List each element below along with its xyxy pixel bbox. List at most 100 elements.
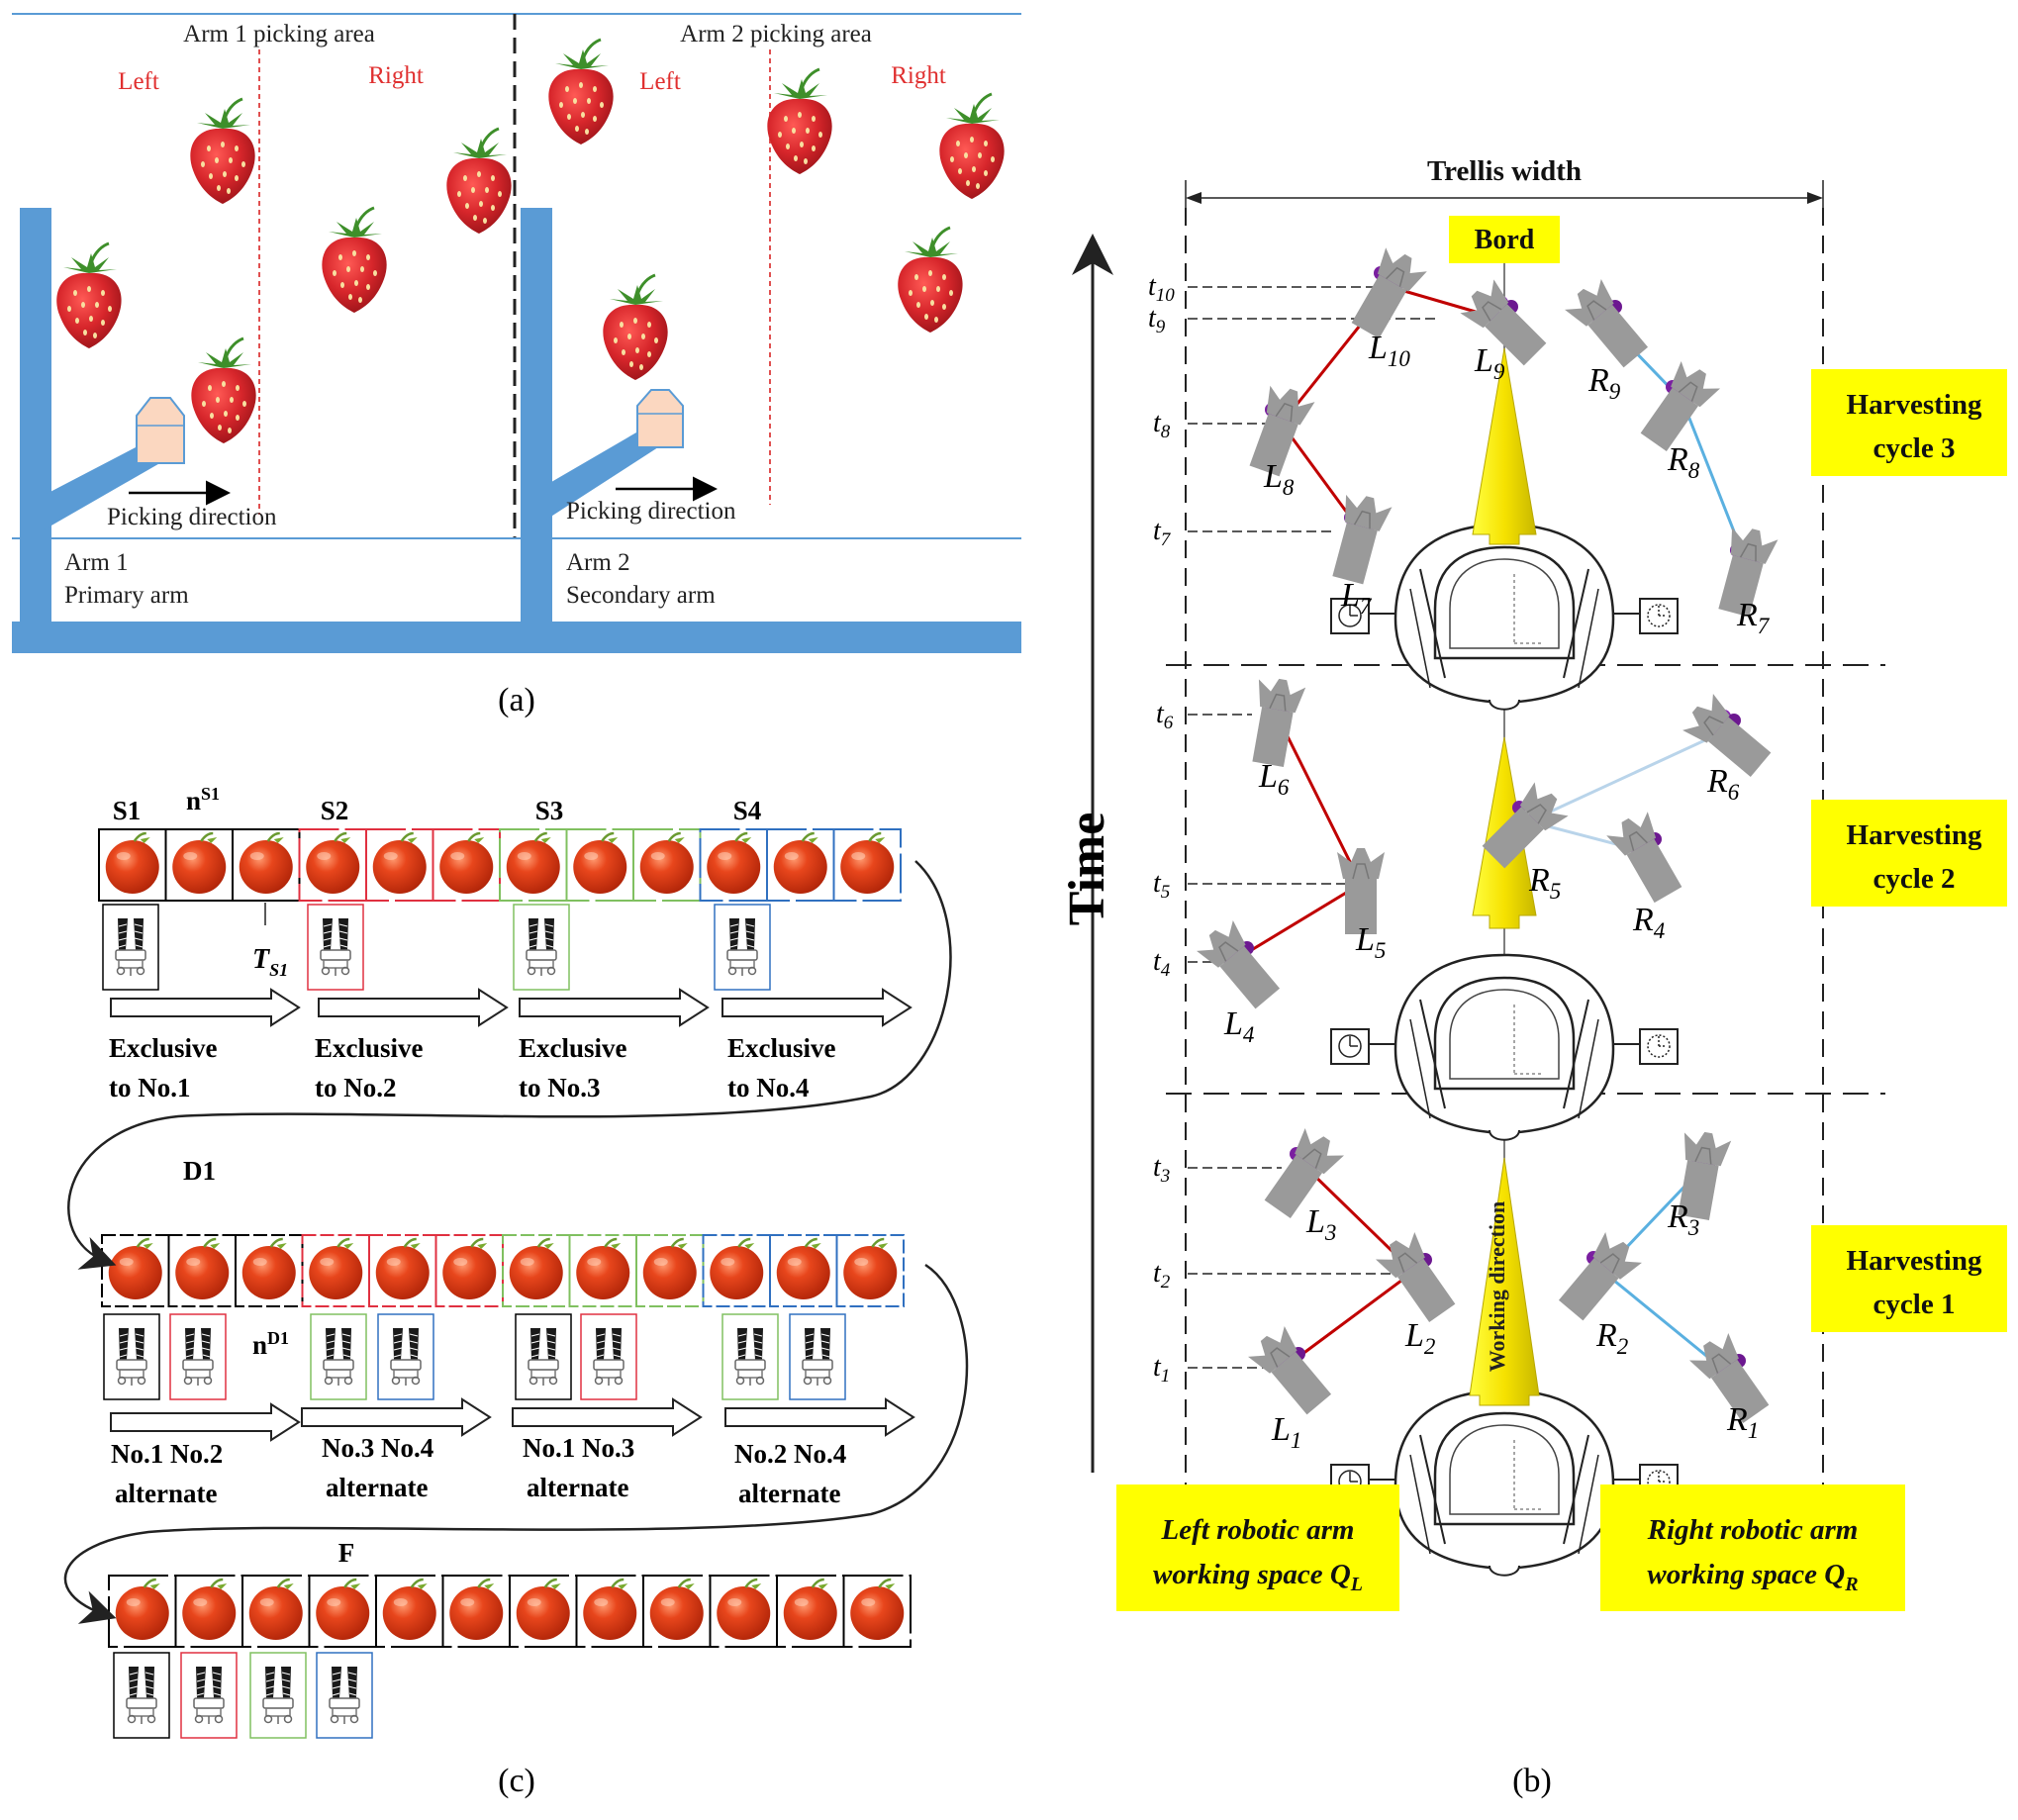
right-workspace-line2: working space QR: [1647, 1559, 1858, 1595]
time-tick: t7: [1153, 516, 1172, 550]
gripper: [1460, 279, 1547, 366]
arm1-left-label: Left: [118, 68, 159, 95]
strawberry: [188, 97, 257, 206]
tomato: [441, 1237, 498, 1301]
grape-cluster-target: [1249, 385, 1315, 477]
gripper: [1249, 385, 1315, 477]
tomato: [104, 831, 160, 896]
gripper: [1197, 920, 1281, 1009]
time-tick: t8: [1153, 408, 1171, 442]
working-direction-label: Working direction: [1485, 1201, 1509, 1373]
grape-cluster-target: [1197, 920, 1281, 1009]
harvesting-cycle-2-line2: cycle 2: [1874, 863, 1956, 895]
tomato: [371, 831, 428, 896]
exclusive-label-line2: to No.4: [727, 1073, 810, 1102]
tomato: [638, 831, 695, 896]
gripper: [1351, 247, 1427, 339]
alternate-label-line2: alternate: [527, 1473, 628, 1502]
gripper: [1565, 279, 1649, 368]
strawberry: [765, 67, 834, 176]
stage-label: S3: [535, 796, 564, 825]
gripper: [1252, 678, 1306, 768]
strawberry: [896, 226, 965, 335]
bord-label-box: [1449, 216, 1560, 263]
stage-label-d1: D1: [183, 1156, 216, 1186]
arm1-role: Primary arm: [64, 582, 189, 609]
grape-cluster-target: [1606, 812, 1682, 904]
time-axis-label: Time: [1059, 813, 1115, 926]
grape-cluster-target: [1558, 1232, 1642, 1321]
gripper: [1248, 1326, 1332, 1415]
gripper-box: [307, 904, 364, 991]
gripper-assignments: [102, 904, 846, 1739]
left-arm-path-cycle2: [1234, 714, 1363, 962]
working-direction-arrow: [1469, 1157, 1540, 1406]
strawberry: [937, 92, 1007, 201]
flow-arrow: [512, 1397, 703, 1437]
arm2-end-effector: [636, 389, 684, 448]
n-s1-label: nS1: [186, 784, 220, 815]
target-label-r4: R4: [1632, 902, 1665, 943]
grape-cluster-target: [1482, 782, 1569, 869]
grape-cluster-target: [1248, 1326, 1332, 1415]
stage-label: S4: [733, 796, 762, 825]
grape-cluster-target: [1565, 279, 1649, 368]
gripper-box: [113, 1652, 170, 1739]
grape-cluster-target: [1682, 694, 1772, 778]
stage-label: S2: [321, 796, 349, 825]
t-s1-label: TS1: [252, 944, 288, 980]
right-workspace-box: [1600, 1485, 1905, 1611]
exclusive-label-line1: Exclusive: [727, 1033, 836, 1063]
tomato: [716, 1578, 772, 1642]
gripper: [1482, 782, 1569, 869]
time-tick: t1: [1153, 1352, 1170, 1387]
gripper-box: [714, 904, 771, 991]
target-label-l8: L8: [1263, 458, 1295, 500]
arm2-column: [521, 208, 552, 623]
arm2-role: Secondary arm: [566, 582, 716, 609]
tomato: [438, 831, 495, 896]
working-direction-arrow: [1472, 347, 1537, 545]
panel-b-dual-arm-harvesting-cycles: Trellis width Time Working direction Bor…: [1059, 155, 2007, 1799]
gripper-box: [316, 1652, 373, 1739]
panel-c-caption: (c): [498, 1763, 535, 1799]
stage-label-f: F: [338, 1538, 355, 1568]
alternate-label-line2: alternate: [326, 1473, 428, 1502]
grape-cluster-target: [1337, 848, 1385, 934]
strawberry: [320, 206, 389, 315]
strawberry: [54, 241, 124, 350]
alternate-label-line1: No.3 No.4: [322, 1433, 433, 1463]
panel-a-caption: (a): [498, 682, 535, 718]
flow-arrow: [110, 988, 301, 1027]
strawberry: [546, 38, 616, 146]
gripper: [1606, 812, 1682, 904]
tomato: [648, 1578, 705, 1642]
tomato: [247, 1578, 304, 1642]
gripper: [1337, 848, 1385, 934]
gripper-box: [377, 1313, 434, 1400]
tomato: [849, 1578, 906, 1642]
grape-cluster-target: [1252, 678, 1306, 768]
gripper-box: [169, 1313, 227, 1400]
tomato: [171, 831, 228, 896]
harvesting-cycle-1-line2: cycle 1: [1874, 1289, 1956, 1320]
tomato: [107, 1237, 163, 1301]
tomato: [641, 1237, 698, 1301]
gripper: [1558, 1232, 1642, 1321]
strawberry: [601, 273, 670, 382]
exclusive-label-line1: Exclusive: [315, 1033, 424, 1063]
target-label-l3: L3: [1305, 1203, 1336, 1245]
grape-cluster-target: [1332, 494, 1393, 585]
left-arm-path-cycle3: [1280, 285, 1500, 532]
time-tick: t2: [1153, 1258, 1171, 1293]
target-label-l2: L2: [1404, 1317, 1435, 1359]
grape-cluster-target: [1351, 247, 1427, 339]
grape-cluster-target: [1264, 1128, 1345, 1218]
gripper-box: [513, 904, 570, 991]
grape-cluster-target: [1718, 527, 1778, 618]
gripper: [1682, 694, 1772, 778]
gripper-box: [789, 1313, 846, 1400]
tomato: [238, 831, 294, 896]
arm2-name: Arm 2: [566, 549, 630, 576]
gripper: [1375, 1232, 1456, 1322]
